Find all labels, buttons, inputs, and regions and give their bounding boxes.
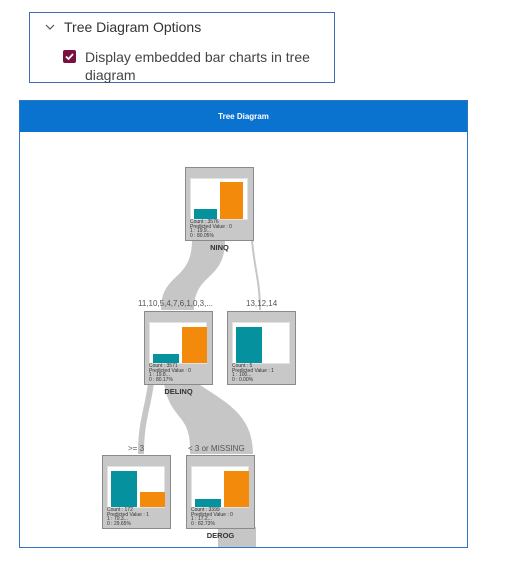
node-name: NINQ (210, 243, 229, 252)
node-bar-orange (182, 327, 207, 363)
branch-label: < 3 or MISSING (188, 444, 245, 453)
node-pct-1: 1 : 17.2... (191, 516, 212, 523)
tree-diagram-options-panel: Tree Diagram Options Display embedded ba… (29, 12, 335, 83)
node-name: DELINQ (164, 387, 193, 396)
node-pct-1: 1 : 70.3... (107, 516, 128, 523)
node-bar-teal (111, 471, 137, 507)
node-bar-teal (195, 499, 221, 507)
node-count: Count : 3576 (190, 219, 219, 225)
node-stats: Count : 3571 Predicted Value : 0 1 : 19.… (149, 364, 191, 382)
options-panel-header[interactable]: Tree Diagram Options (42, 17, 201, 37)
node-bar-orange (220, 182, 243, 219)
node-count: Count : 172 (107, 507, 133, 513)
node-bar-orange (224, 471, 249, 507)
node-bar-chart (107, 466, 165, 508)
node-pct-1: 1 : 19.9... (190, 228, 211, 235)
chevron-down-icon[interactable] (42, 19, 58, 35)
link-delinq-derog (164, 383, 253, 454)
node-stats: Count : 3576 Predicted Value : 0 1 : 19.… (190, 220, 232, 238)
node-bar-chart (232, 322, 290, 364)
tree-links (138, 240, 261, 547)
checkmark-icon (65, 53, 74, 61)
node-bar-orange (140, 492, 165, 507)
node-pct-0: 0 : 82.73% (191, 520, 215, 527)
node-name: DEROG (206, 531, 235, 540)
node-pct-0: 0 : 80.17% (149, 376, 173, 383)
branch-label: 13,12,14 (246, 299, 278, 308)
tree-node-root[interactable]: Count : 3576 Predicted Value : 0 1 : 19.… (185, 167, 254, 252)
tree-canvas: Count : 3576 Predicted Value : 0 1 : 19.… (20, 132, 467, 547)
node-bar-teal (194, 209, 217, 219)
embedded-bar-charts-option[interactable]: Display embedded bar charts in tree diag… (63, 48, 313, 84)
node-predicted: Predicted Value : 0 (190, 223, 232, 230)
node-bar-chart (149, 322, 207, 364)
node-bar-teal (153, 354, 179, 363)
node-count: Count : 3399 (191, 507, 220, 513)
tree-node-3[interactable]: Count : 172 Predicted Value : 1 1 : 70.3… (102, 455, 171, 529)
node-predicted: Predicted Value : 1 (232, 367, 274, 374)
link-root-node2 (251, 240, 261, 310)
link-delinq-node3 (138, 383, 154, 454)
node-pct-0: 0 : 80.05% (190, 232, 214, 239)
branch-label: 11,10,5,4,7,6,1,0,3,... (138, 299, 214, 308)
node-bar-chart (191, 466, 249, 508)
tree-node-delinq[interactable]: Count : 3571 Predicted Value : 0 1 : 19.… (144, 311, 213, 396)
node-count: Count : 5 (232, 363, 253, 369)
node-pct-0: 0 : 0.00% (232, 376, 254, 383)
tree-node-2[interactable]: Count : 5 Predicted Value : 1 1 : 100...… (227, 311, 296, 385)
node-count: Count : 3571 (149, 363, 178, 369)
node-predicted: Predicted Value : 1 (107, 511, 149, 518)
node-pct-0: 0 : 29.65% (107, 520, 131, 527)
branch-label: >= 3 (128, 444, 145, 453)
tree-diagram-title: Tree Diagram (20, 101, 467, 132)
node-pct-1: 1 : 19.8... (149, 372, 170, 379)
tree-node-derog[interactable]: Count : 3399 Predicted Value : 0 1 : 17.… (186, 455, 255, 540)
link-derog-child (218, 527, 256, 547)
node-stats: Count : 172 Predicted Value : 1 1 : 70.3… (107, 508, 149, 526)
embedded-bar-charts-label: Display embedded bar charts in tree diag… (85, 49, 310, 83)
options-panel-title: Tree Diagram Options (64, 19, 202, 35)
node-predicted: Predicted Value : 0 (191, 511, 233, 518)
node-bar-teal (236, 327, 262, 363)
link-root-delinq (161, 240, 225, 310)
node-bar-chart (190, 178, 248, 220)
node-stats: Count : 3399 Predicted Value : 0 1 : 17.… (191, 508, 233, 526)
tree-diagram-window: Tree Diagram Count : 3576 Predicted Valu… (19, 100, 468, 548)
node-pct-1: 1 : 100... (232, 372, 252, 379)
node-stats: Count : 5 Predicted Value : 1 1 : 100...… (232, 364, 274, 382)
embedded-bar-charts-checkbox[interactable] (63, 50, 76, 63)
node-predicted: Predicted Value : 0 (149, 367, 191, 374)
